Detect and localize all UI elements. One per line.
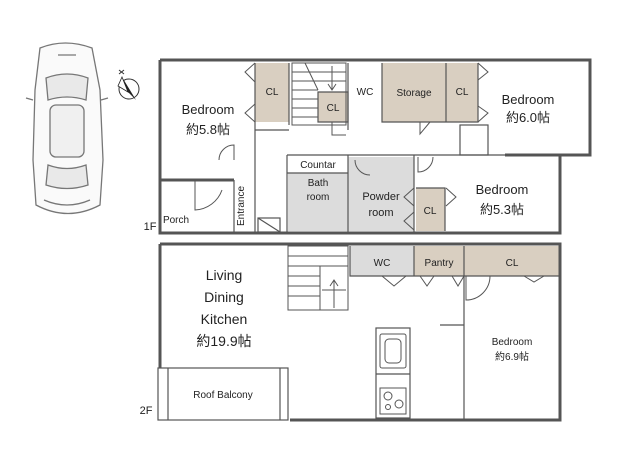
bedroom-left-size: 約5.8帖 [186,122,230,137]
floor-label-2f: 2F [140,405,153,417]
wc-label: WC [357,87,374,98]
closet-label: CL [266,87,279,98]
bedroom-2f-name: Bedroom [492,337,533,348]
stairs-icon [291,62,347,126]
closet-fill [446,63,478,122]
bedroom-small-name: Bedroom [476,182,529,197]
bath-label: room [307,192,330,203]
roof-balcony-label: Roof Balcony [193,390,252,401]
closet-fill [464,246,560,276]
floor-label-1f: 1F [144,221,157,233]
ldk-label: Living [206,267,243,283]
closet-fill [416,188,445,231]
second-floor-walls [157,242,562,422]
ldk-size: 約19.9帖 [196,333,251,349]
ldk-label: Dining [204,289,244,305]
closet-label: CL [424,206,437,217]
wc-fill [350,246,414,276]
door-swings [381,275,545,301]
storage-fill [382,63,446,122]
pantry-label: Pantry [425,258,454,269]
bath-fill [288,173,348,231]
powder-room-label: room [368,207,393,219]
car-icon [25,42,109,215]
closet-fill [318,92,348,122]
powder-fill [348,157,414,231]
ldk-label: Kitchen [201,311,248,327]
stove-icon [379,387,407,415]
pantry-fill [414,246,464,276]
closet-label: CL [456,87,469,98]
countar-label: Countar [300,160,336,171]
entrance-label: Entrance [236,186,247,226]
north-compass-icon [117,69,140,100]
wc-label: WC [374,258,391,269]
closet-label: CL [327,103,340,114]
closet-label: CL [506,258,519,269]
first-floor-walls [158,58,592,235]
bedroom-right-name: Bedroom [502,92,555,107]
sink-icon [379,333,407,369]
bedroom-2f-size: 約6.9帖 [495,350,529,363]
bedroom-left-name: Bedroom [182,102,235,117]
bath-label: Bath [308,178,329,189]
bedroom-small-size: 約5.3帖 [480,202,524,217]
closet-fill [255,63,289,122]
bedroom-right-size: 約6.0帖 [506,110,550,125]
door-swings [194,62,489,231]
stairs-icon [287,245,349,311]
storage-label: Storage [396,88,431,99]
powder-room-label: Powder [362,191,400,203]
porch-label: Porch [163,215,189,226]
